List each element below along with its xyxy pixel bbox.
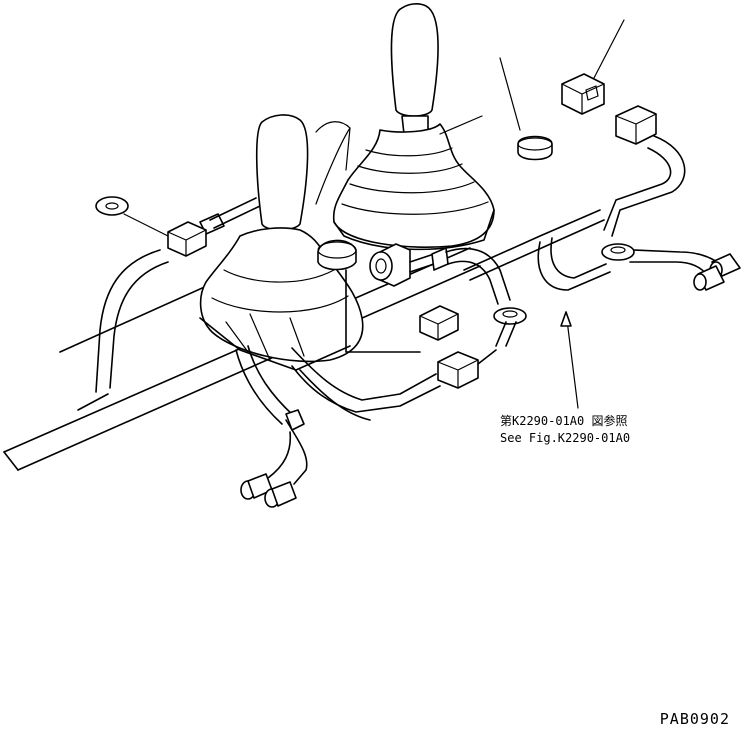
callout-english: See Fig.K2290-01A0 — [500, 431, 631, 445]
grommet-left — [493, 307, 527, 325]
drawing-code: PAB0902 — [659, 710, 730, 728]
callout-japanese: 第K2290-01A0 図参照 — [500, 414, 628, 428]
terminals-left — [240, 409, 308, 508]
connector-left — [167, 221, 207, 257]
connector-lower — [437, 349, 497, 389]
leader-lines — [499, 19, 625, 409]
center-harness — [235, 209, 611, 425]
dome-switch — [317, 239, 421, 353]
reference-callout: 第K2290-01A0 図参照 See Fig.K2290-01A0 — [500, 413, 740, 447]
connector-top-right — [561, 73, 605, 115]
washer — [95, 196, 177, 241]
lamp-socket — [369, 243, 449, 287]
connector-middle — [419, 305, 459, 341]
rear-lever — [332, 3, 495, 251]
connector-right — [615, 105, 657, 145]
grommet-left-tail — [495, 321, 517, 347]
terminals-right — [693, 253, 741, 291]
grommet-right — [601, 243, 635, 261]
rubber-plug — [517, 135, 553, 161]
